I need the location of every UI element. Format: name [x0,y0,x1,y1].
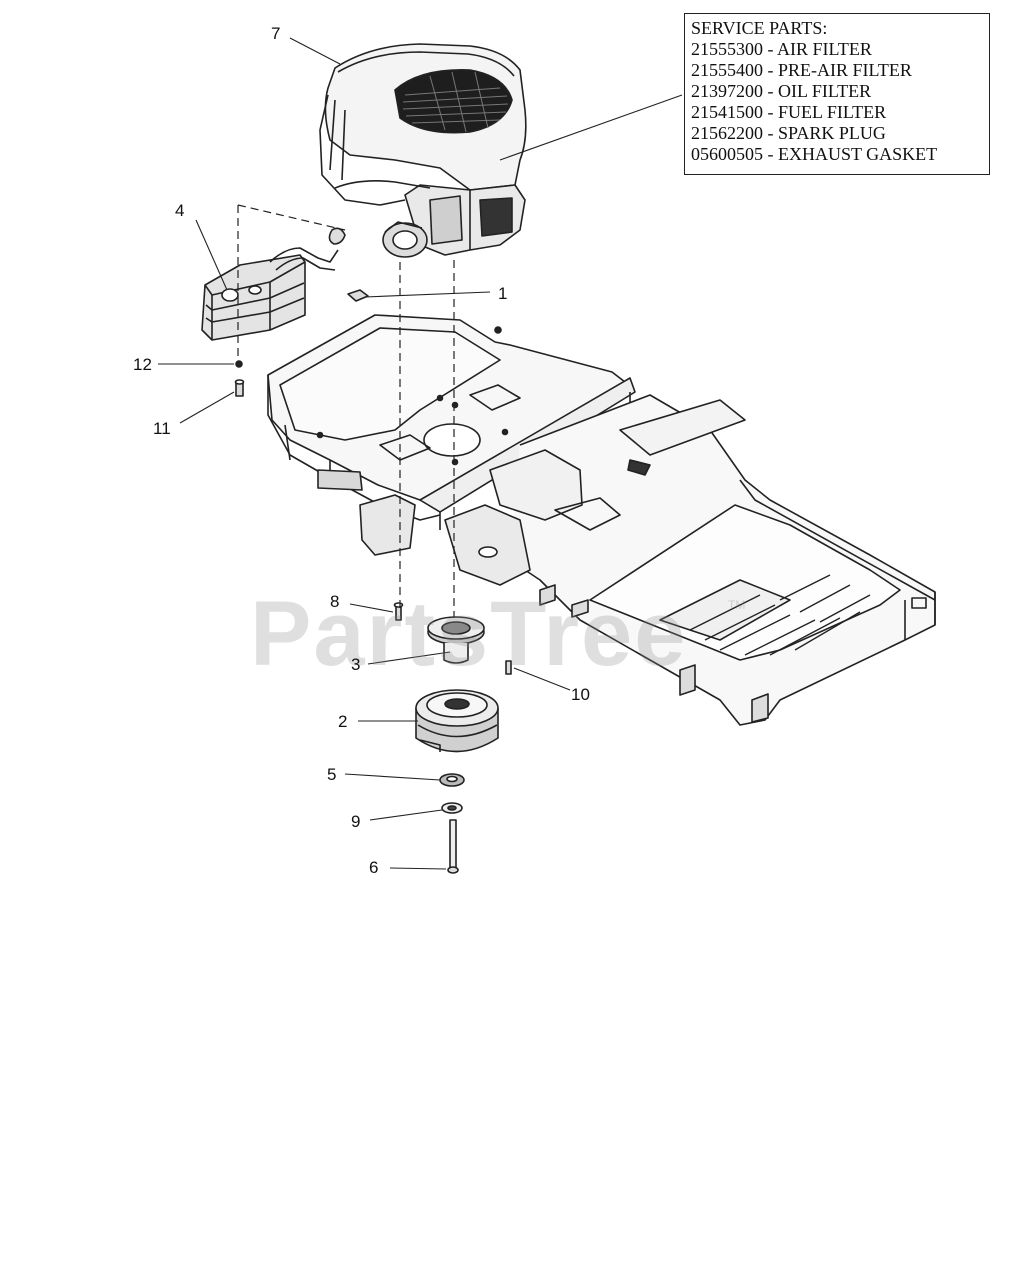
watermark-trademark: TM [728,598,746,612]
service-part-item: 05600505 - EXHAUST GASKET [691,144,938,164]
callout-6: 6 [369,858,379,877]
mower-frame-drawing [267,314,936,726]
callout-3: 3 [351,655,361,674]
callout-1: 1 [498,284,508,303]
service-part-item: 21541500 - FUEL FILTER [691,102,887,122]
callout-5: 5 [327,765,337,784]
service-parts-heading: SERVICE PARTS: [691,18,828,38]
callout-9: 9 [351,812,361,831]
service-parts-box: SERVICE PARTS: 21555300 - AIR FILTER 215… [684,13,990,175]
callout-10: 10 [571,685,590,704]
service-part-item: 21562200 - SPARK PLUG [691,123,886,143]
pulley-3-drawing [427,616,485,664]
callout-12: 12 [133,355,152,374]
callout-7: 7 [271,24,281,43]
service-part-item: 21397200 - OIL FILTER [691,81,872,101]
service-part-item: 21555300 - AIR FILTER [691,39,872,59]
service-part-item: 21555400 - PRE-AIR FILTER [691,60,912,80]
callout-2: 2 [338,712,348,731]
callout-11: 11 [153,419,171,438]
watermark: PartsTree [250,583,688,685]
clutch-2-drawing [415,689,499,753]
engine-drawing [319,43,527,302]
callout-4: 4 [175,201,185,220]
muffler-drawing [201,247,339,341]
callout-8: 8 [330,592,340,611]
